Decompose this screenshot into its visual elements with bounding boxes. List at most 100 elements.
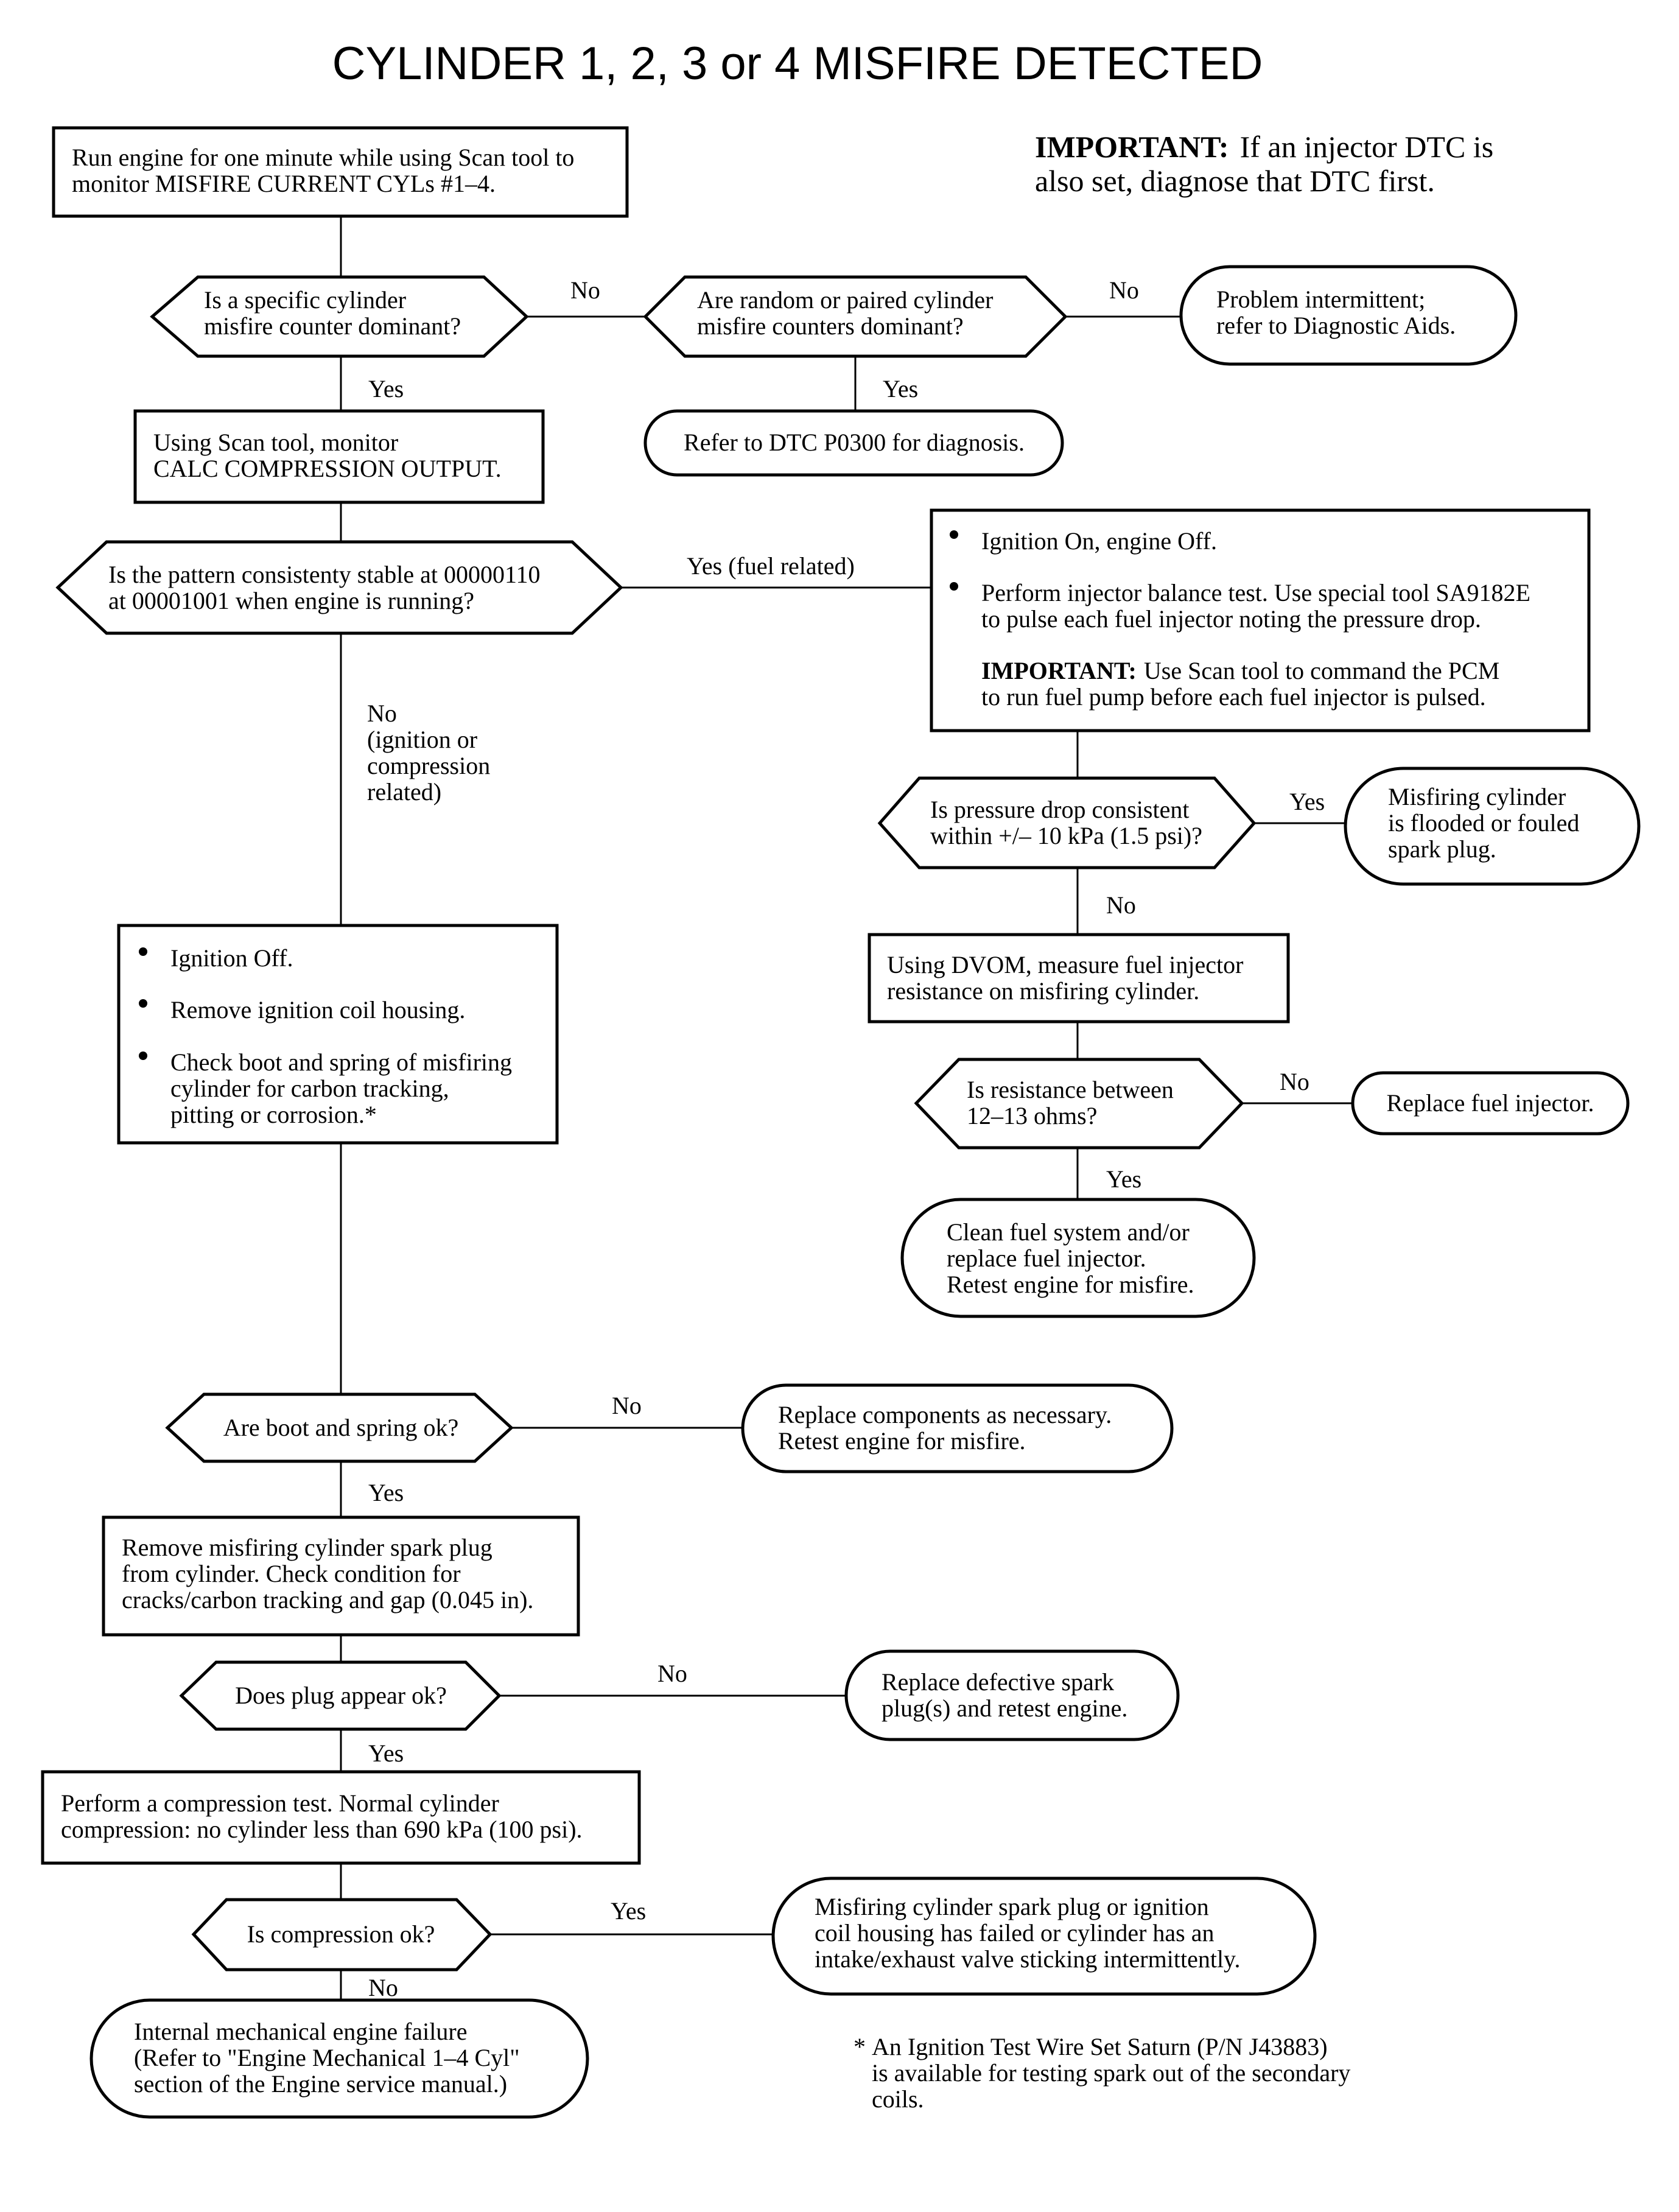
step-compression-test-line2: compression: no cylinder less than 690 k… [61, 1816, 583, 1843]
result-replace-components-line2: Retest engine for misfire. [778, 1427, 1026, 1455]
result-refer-p0300: Refer to DTC P0300 for diagnosis. [643, 409, 1064, 477]
label-no-ignition-3: compression [367, 752, 490, 779]
result-replace-plug-box [844, 1649, 1180, 1741]
decision-specific-cylinder: Is a specific cylinder misfire counter d… [150, 275, 529, 358]
result-clean-fuel-line3: Retest engine for misfire. [947, 1271, 1194, 1298]
label-yes-specific: Yes [368, 375, 404, 402]
important-label: IMPORTANT: [1035, 130, 1229, 164]
footnote-star: * [854, 2033, 866, 2060]
step-calc-compression: Using Scan tool, monitor CALC COMPRESSIO… [133, 409, 545, 504]
decision-pattern-stable-line1: Is the pattern consistenty stable at 000… [108, 561, 540, 588]
footnote-line2: is available for testing spark out of th… [872, 2059, 1350, 2087]
footnote-line1: An Ignition Test Wire Set Saturn (P/N J4… [872, 2033, 1328, 2060]
ignition-bullet3-line1: Check boot and spring of misfiring [170, 1048, 512, 1076]
label-yes-plug: Yes [368, 1740, 404, 1767]
result-replace-injector: Replace fuel injector. [1351, 1071, 1630, 1136]
svg-text:IMPORTANT:If an injector DTC i: IMPORTANT: If an injector DTC is [1035, 130, 1493, 164]
decision-resistance-line1: Is resistance between [967, 1076, 1174, 1103]
label-no-resistance: No [1280, 1068, 1309, 1095]
footnote: * An Ignition Test Wire Set Saturn (P/N … [854, 2033, 1350, 2113]
result-replace-components-line1: Replace components as necessary. [778, 1401, 1112, 1428]
decision-specific-cylinder-line1: Is a specific cylinder [204, 286, 406, 314]
bullet-icon [950, 530, 958, 539]
fuel-bullet2-line2: to pulse each fuel injector noting the p… [981, 605, 1481, 633]
decision-compression-ok-text: Is compression ok? [247, 1920, 435, 1948]
step-injector-balance-box [930, 508, 1591, 732]
decision-random-paired: Are random or paired cylinder misfire co… [643, 275, 1068, 358]
step-dvom-line1: Using DVOM, measure fuel injector [887, 951, 1243, 978]
label-no-specific: No [570, 276, 600, 304]
result-flooded: Misfiring cylinder is flooded or fouled … [1344, 767, 1641, 886]
label-no-random: No [1109, 276, 1139, 304]
result-refer-p0300-text: Refer to DTC P0300 for diagnosis. [684, 429, 1025, 456]
step-injector-balance: Ignition On, engine Off. Perform injecto… [930, 508, 1591, 732]
ignition-bullet2: Remove ignition coil housing. [170, 996, 465, 1023]
result-clean-fuel: Clean fuel system and/or replace fuel in… [900, 1198, 1256, 1318]
result-mechanical-failure-box [89, 1998, 589, 2119]
decision-pressure-drop-line2: within +/– 10 kPa (1.5 psi)? [930, 822, 1202, 849]
step-run-engine: Run engine for one minute while using Sc… [52, 126, 629, 218]
result-coil-failed-line3: intake/exhaust valve sticking intermitte… [815, 1945, 1240, 1973]
step-remove-plug-line3: cracks/carbon tracking and gap (0.045 in… [122, 1586, 533, 1613]
step-compression-test-line1: Perform a compression test. Normal cylin… [61, 1789, 499, 1817]
bullet-icon [950, 582, 958, 591]
decision-plug-ok-shape [179, 1660, 502, 1731]
decision-random-paired-line1: Are random or paired cylinder [697, 286, 993, 314]
step-remove-plug: Remove misfiring cylinder spark plug fro… [102, 1515, 580, 1637]
result-clean-fuel-box [900, 1198, 1256, 1318]
label-yes-random: Yes [883, 375, 918, 402]
important-line1: If an injector DTC is [1240, 130, 1494, 164]
result-clean-fuel-line1: Clean fuel system and/or [947, 1218, 1190, 1246]
ignition-bullet1: Ignition Off. [170, 944, 293, 972]
label-yes-compression: Yes [611, 1897, 646, 1925]
decision-random-paired-shape [643, 275, 1068, 358]
fuel-important-label: IMPORTANT: [981, 657, 1137, 684]
step-run-engine-box [52, 126, 629, 218]
decision-pressure-drop-line1: Is pressure drop consistent [930, 796, 1189, 823]
decision-resistance-line2: 12–13 ohms? [967, 1102, 1097, 1129]
result-intermittent: Problem intermittent; refer to Diagnosti… [1179, 265, 1518, 366]
decision-pattern-stable-line2: at 00001001 when engine is running? [108, 587, 474, 614]
step-dvom: Using DVOM, measure fuel injector resist… [868, 933, 1290, 1023]
result-clean-fuel-line2: replace fuel injector. [947, 1245, 1146, 1272]
decision-compression-ok: Is compression ok? [191, 1898, 492, 1971]
decision-random-paired-line2: misfire counters dominant? [697, 312, 964, 340]
decision-boot-spring: Are boot and spring ok? [165, 1392, 514, 1463]
ignition-bullet3-line2: cylinder for carbon tracking, [170, 1075, 449, 1102]
step-remove-plug-line1: Remove misfiring cylinder spark plug [122, 1534, 492, 1561]
result-coil-failed-line2: coil housing has failed or cylinder has … [815, 1919, 1214, 1947]
ignition-bullet3-line3: pitting or corrosion.* [170, 1101, 377, 1128]
result-intermittent-line2: refer to Diagnostic Aids. [1216, 312, 1456, 339]
decision-pattern-stable-shape [55, 540, 623, 635]
result-replace-plug: Replace defective spark plug(s) and rete… [844, 1649, 1180, 1741]
label-no-ignition-2: (ignition or [367, 726, 477, 753]
result-mechanical-failure: Internal mechanical engine failure (Refe… [89, 1998, 589, 2119]
result-coil-failed-box [771, 1877, 1317, 1996]
label-no-pressure: No [1106, 891, 1136, 919]
bullet-icon [139, 1052, 147, 1060]
label-yes-boot: Yes [368, 1479, 404, 1506]
label-no-plug: No [657, 1660, 687, 1687]
result-intermittent-line1: Problem intermittent; [1216, 286, 1425, 313]
step-ignition-check-box [117, 924, 559, 1145]
bullet-icon [139, 999, 147, 1008]
step-run-engine-line2: monitor MISFIRE CURRENT CYLs #1–4. [72, 170, 496, 197]
decision-boot-spring-text: Are boot and spring ok? [223, 1414, 459, 1441]
step-remove-plug-line2: from cylinder. Check condition for [122, 1560, 461, 1587]
result-flooded-line3: spark plug. [1388, 835, 1496, 863]
result-flooded-line2: is flooded or fouled [1388, 809, 1579, 837]
step-ignition-check: Ignition Off. Remove ignition coil housi… [117, 924, 559, 1145]
decision-pressure-drop-shape [877, 776, 1257, 869]
decision-compression-ok-shape [191, 1898, 492, 1971]
label-yes-resistance: Yes [1106, 1165, 1141, 1193]
fuel-bullet1: Ignition On, engine Off. [981, 527, 1217, 555]
decision-pressure-drop: Is pressure drop consistent within +/– 1… [877, 776, 1257, 869]
decision-plug-ok-text: Does plug appear ok? [235, 1682, 447, 1709]
result-intermittent-box [1179, 265, 1518, 366]
fuel-important-line2: to run fuel pump before each fuel inject… [981, 683, 1486, 711]
label-yes-pressure: Yes [1289, 788, 1325, 815]
result-flooded-line1: Misfiring cylinder [1388, 783, 1566, 810]
label-no-ignition-1: No [367, 700, 397, 727]
result-replace-injector-text: Replace fuel injector. [1387, 1089, 1594, 1117]
step-calc-compression-line1: Using Scan tool, monitor [153, 429, 398, 456]
